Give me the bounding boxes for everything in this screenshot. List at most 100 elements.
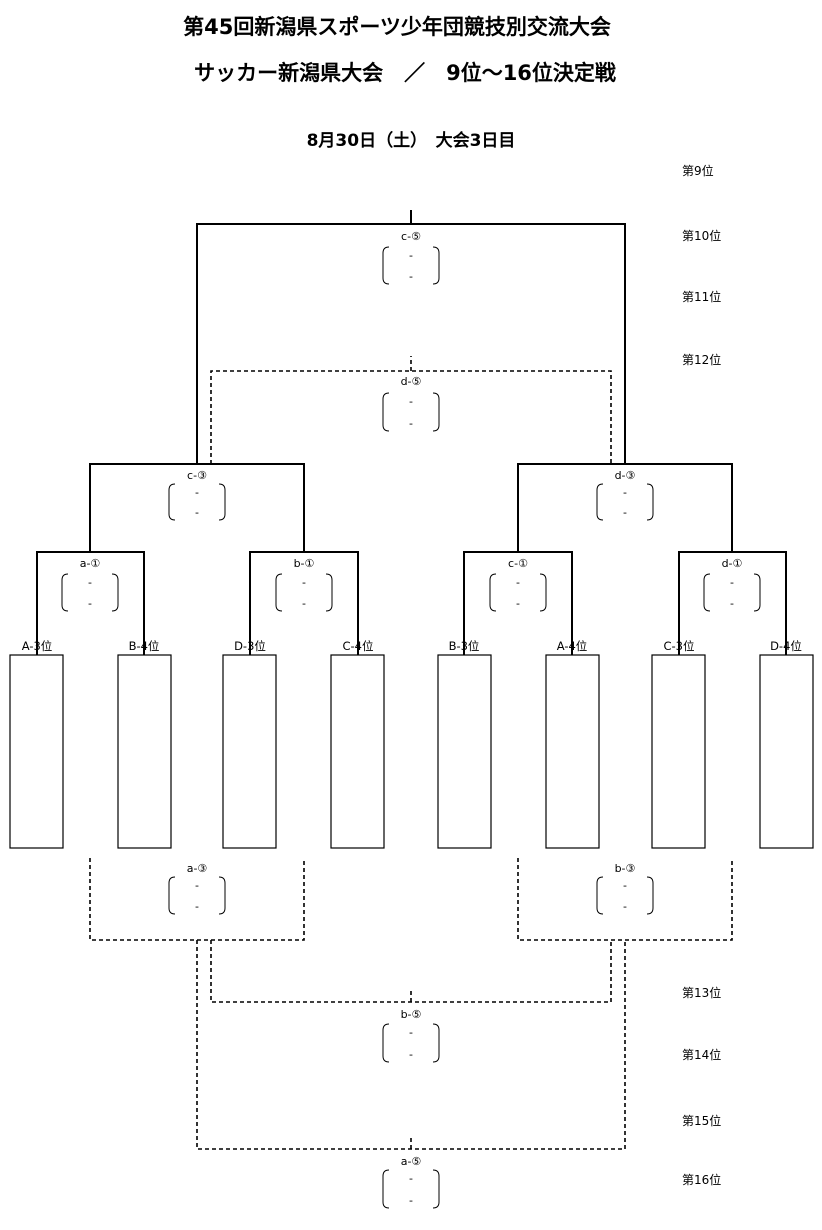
score-bracket-right — [753, 573, 761, 612]
score-placeholder-top: - — [409, 395, 413, 408]
match-d1: d-① - - — [703, 557, 761, 612]
score-placeholder-top: - — [409, 249, 413, 262]
score-bracket-left — [489, 573, 497, 612]
rank-11-label: 第11位 — [682, 289, 721, 304]
match-b5: b-⑤ - - — [382, 1008, 440, 1063]
score-bracket-left — [703, 573, 711, 612]
score-placeholder-bottom: - — [409, 1194, 413, 1207]
score-bracket-right — [646, 483, 654, 521]
score-bracket-right — [218, 483, 226, 521]
team-label-4: C-4位 — [343, 639, 374, 653]
team-box-d3 — [222, 654, 277, 849]
team-box-b3 — [437, 654, 492, 849]
score-bracket-right — [432, 246, 440, 285]
team-label-7: C-3位 — [664, 639, 695, 653]
score-bracket-left — [382, 1023, 390, 1063]
score-placeholder-bottom: - — [409, 1048, 413, 1061]
rank-9-label: 第9位 — [682, 163, 714, 178]
match-c3: c-③ - - — [168, 469, 226, 521]
score-placeholder-top: - — [516, 576, 520, 589]
rank-13-label: 第13位 — [682, 985, 721, 1000]
score-bracket-left — [168, 876, 176, 915]
team-box-a3 — [9, 654, 64, 849]
match-a3: a-③ - - — [168, 862, 226, 915]
score-bracket-left — [382, 392, 390, 432]
match-c5: c-⑤ - - — [382, 230, 440, 285]
score-placeholder-top: - — [409, 1026, 413, 1039]
rank-12-label: 第12位 — [682, 352, 721, 367]
rank-14-label: 第14位 — [682, 1047, 721, 1062]
rank-16-label: 第16位 — [682, 1172, 721, 1187]
score-placeholder-bottom: - — [195, 900, 199, 913]
match-label-b5: b-⑤ — [401, 1008, 422, 1021]
score-placeholder-bottom: - — [88, 597, 92, 610]
team-box-c3 — [651, 654, 706, 849]
score-placeholder-top: - — [730, 576, 734, 589]
match-label-a1: a-① — [80, 557, 101, 570]
match-b1: b-① - - — [275, 557, 333, 612]
line-a5 — [196, 940, 626, 1150]
winners-bracket-lines — [36, 210, 787, 655]
score-bracket-left — [275, 573, 283, 612]
title-line-1: 第45回新潟県スポーツ少年団競技別交流大会 — [183, 15, 611, 39]
score-bracket-right — [325, 573, 333, 612]
match-label-d5: d-⑤ — [401, 375, 422, 388]
score-placeholder-top: - — [409, 1172, 413, 1185]
team-box-c4 — [330, 654, 385, 849]
match-label-a5: a-⑤ — [401, 1155, 422, 1168]
team-box-b4 — [117, 654, 172, 849]
match-d3: d-③ - - — [596, 469, 654, 521]
score-placeholder-bottom: - — [516, 597, 520, 610]
match-label-c1: c-① — [508, 557, 528, 570]
line-d5 — [210, 370, 612, 464]
match-label-c5: c-⑤ — [401, 230, 421, 243]
rank-15-label: 第15位 — [682, 1113, 721, 1128]
score-placeholder-top: - — [302, 576, 306, 589]
score-bracket-left — [382, 1169, 390, 1209]
team-label-3: D-3位 — [234, 639, 266, 653]
score-bracket-left — [382, 246, 390, 285]
rank-10-label: 第10位 — [682, 228, 721, 243]
team-label-1: A-3位 — [22, 639, 53, 653]
date-line: 8月30日（土） 大会3日目 — [307, 130, 516, 151]
score-placeholder-top: - — [623, 486, 627, 499]
match-label-a3: a-③ — [187, 862, 208, 875]
score-bracket-left — [596, 876, 604, 915]
match-a5: a-⑤ - - — [382, 1155, 440, 1209]
score-bracket-left — [168, 483, 176, 521]
score-bracket-right — [432, 392, 440, 432]
match-b3: b-③ - - — [596, 862, 654, 915]
score-placeholder-top: - — [195, 486, 199, 499]
match-label-d3: d-③ — [615, 469, 636, 482]
score-bracket-right — [432, 1169, 440, 1209]
score-placeholder-bottom: - — [623, 506, 627, 519]
match-label-b3: b-③ — [615, 862, 636, 875]
score-bracket-right — [432, 1023, 440, 1063]
match-label-b1: b-① — [294, 557, 315, 570]
match-c1: c-① - - — [489, 557, 547, 612]
score-bracket-right — [218, 876, 226, 915]
score-placeholder-top: - — [88, 576, 92, 589]
team-box-d4 — [759, 654, 814, 849]
score-placeholder-top: - — [623, 879, 627, 892]
score-placeholder-bottom: - — [302, 597, 306, 610]
score-bracket-right — [111, 573, 119, 612]
score-bracket-right — [646, 876, 654, 915]
score-bracket-right — [539, 573, 547, 612]
score-placeholder-bottom: - — [195, 506, 199, 519]
score-placeholder-top: - — [195, 879, 199, 892]
team-label-2: B-4位 — [129, 639, 160, 653]
team-boxes — [9, 654, 814, 849]
score-bracket-left — [596, 483, 604, 521]
score-placeholder-bottom: - — [409, 417, 413, 430]
match-label-c3: c-③ — [187, 469, 207, 482]
title-line-2: サッカー新潟県大会 ／ 9位～16位決定戦 — [194, 61, 616, 85]
match-d5: d-⑤ - - — [382, 375, 440, 432]
team-box-a4 — [545, 654, 600, 849]
consolation-bracket-lines — [89, 356, 733, 1150]
score-placeholder-bottom: - — [623, 900, 627, 913]
team-label-5: B-3位 — [449, 639, 480, 653]
line-b3 — [517, 858, 733, 941]
score-placeholder-bottom: - — [409, 270, 413, 283]
